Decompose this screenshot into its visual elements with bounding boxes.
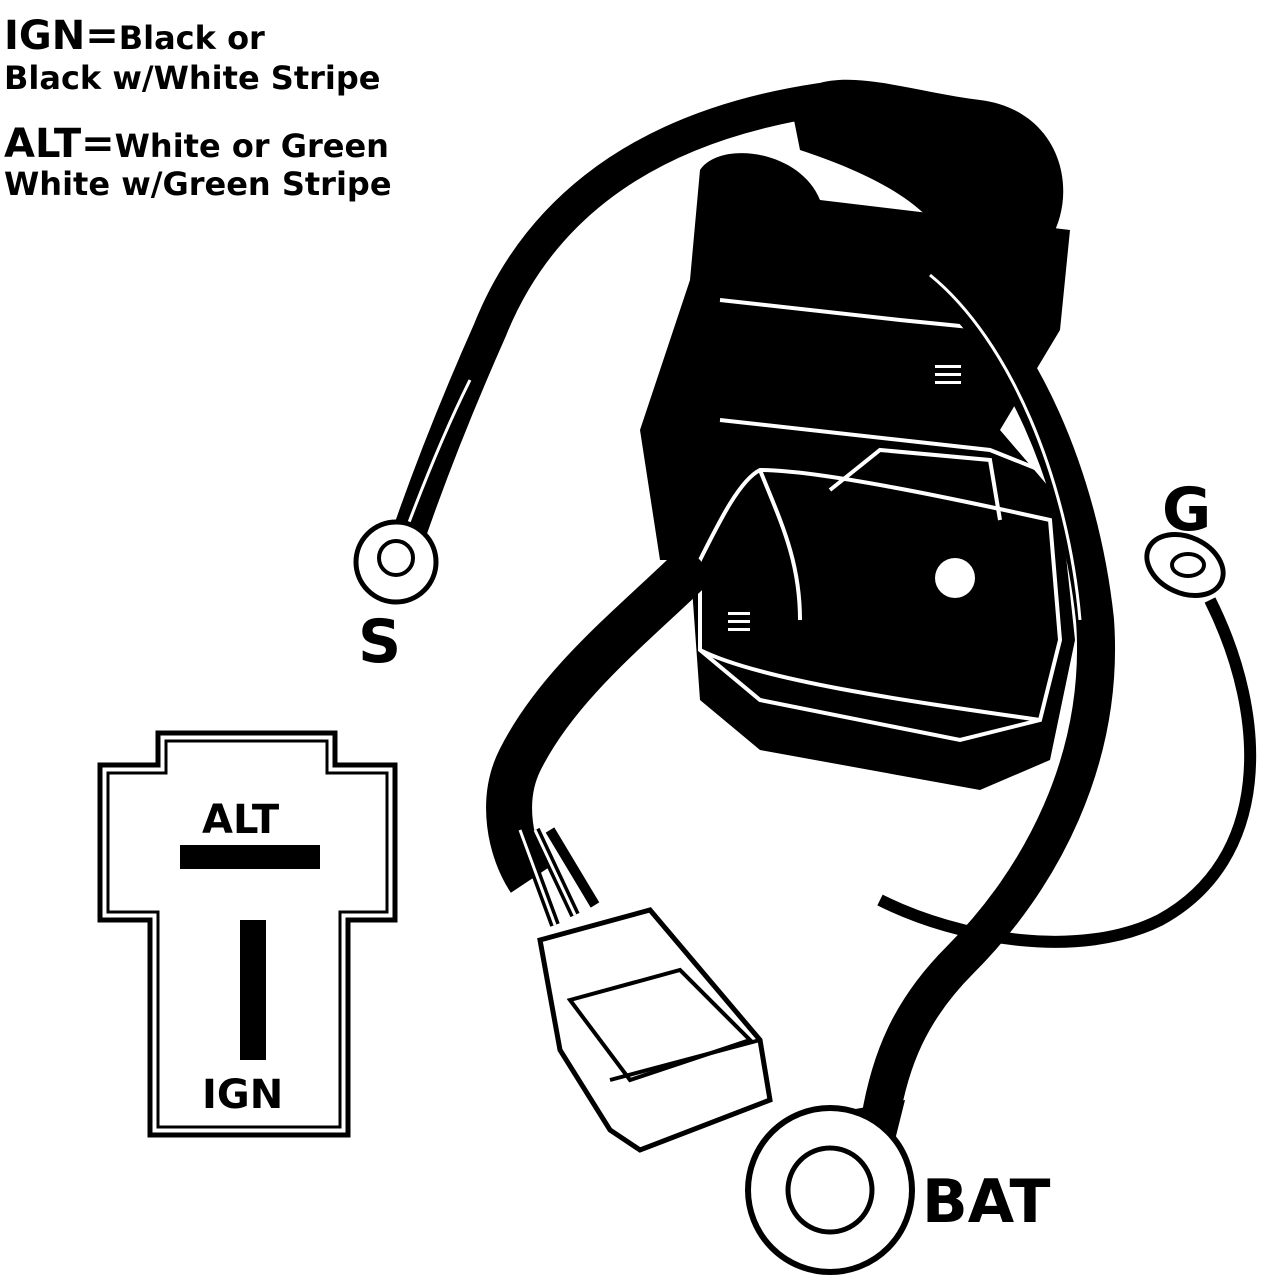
g-wire [877,597,1256,948]
regulator-body [640,153,1075,790]
bat-ring-terminal [745,1100,915,1275]
label-s: S [358,607,402,677]
legend-alt-line2: White w/Green Stripe [4,165,392,203]
connector-label-alt: ALT [202,797,280,843]
connector-face-diagram [97,730,398,1138]
legend-ign: IGN=Black or [4,16,265,56]
g-ring-terminal [1144,532,1226,598]
ign-pin-slot [240,920,266,1060]
alt-pin-slot [180,845,320,869]
plug-connector [537,907,773,1153]
legend-ign-line2: Black w/White Stripe [4,59,381,97]
s-wire [383,83,837,577]
s-ring-terminal [353,519,439,605]
harness-wire [486,543,717,893]
legend-alt-line1: White or Green [114,127,389,165]
bat-wire [861,261,1115,1139]
legend-ign-key: IGN= [4,13,119,59]
top-boot [790,79,1064,250]
label-g: G [1162,475,1212,545]
legend-alt-key: ALT= [4,121,115,167]
label-bat: BAT [922,1167,1051,1237]
connector-label-ign: IGN [202,1072,284,1118]
legend-alt: ALT=White or Green [4,124,389,164]
legend-ign-line1: Black or [118,19,265,57]
